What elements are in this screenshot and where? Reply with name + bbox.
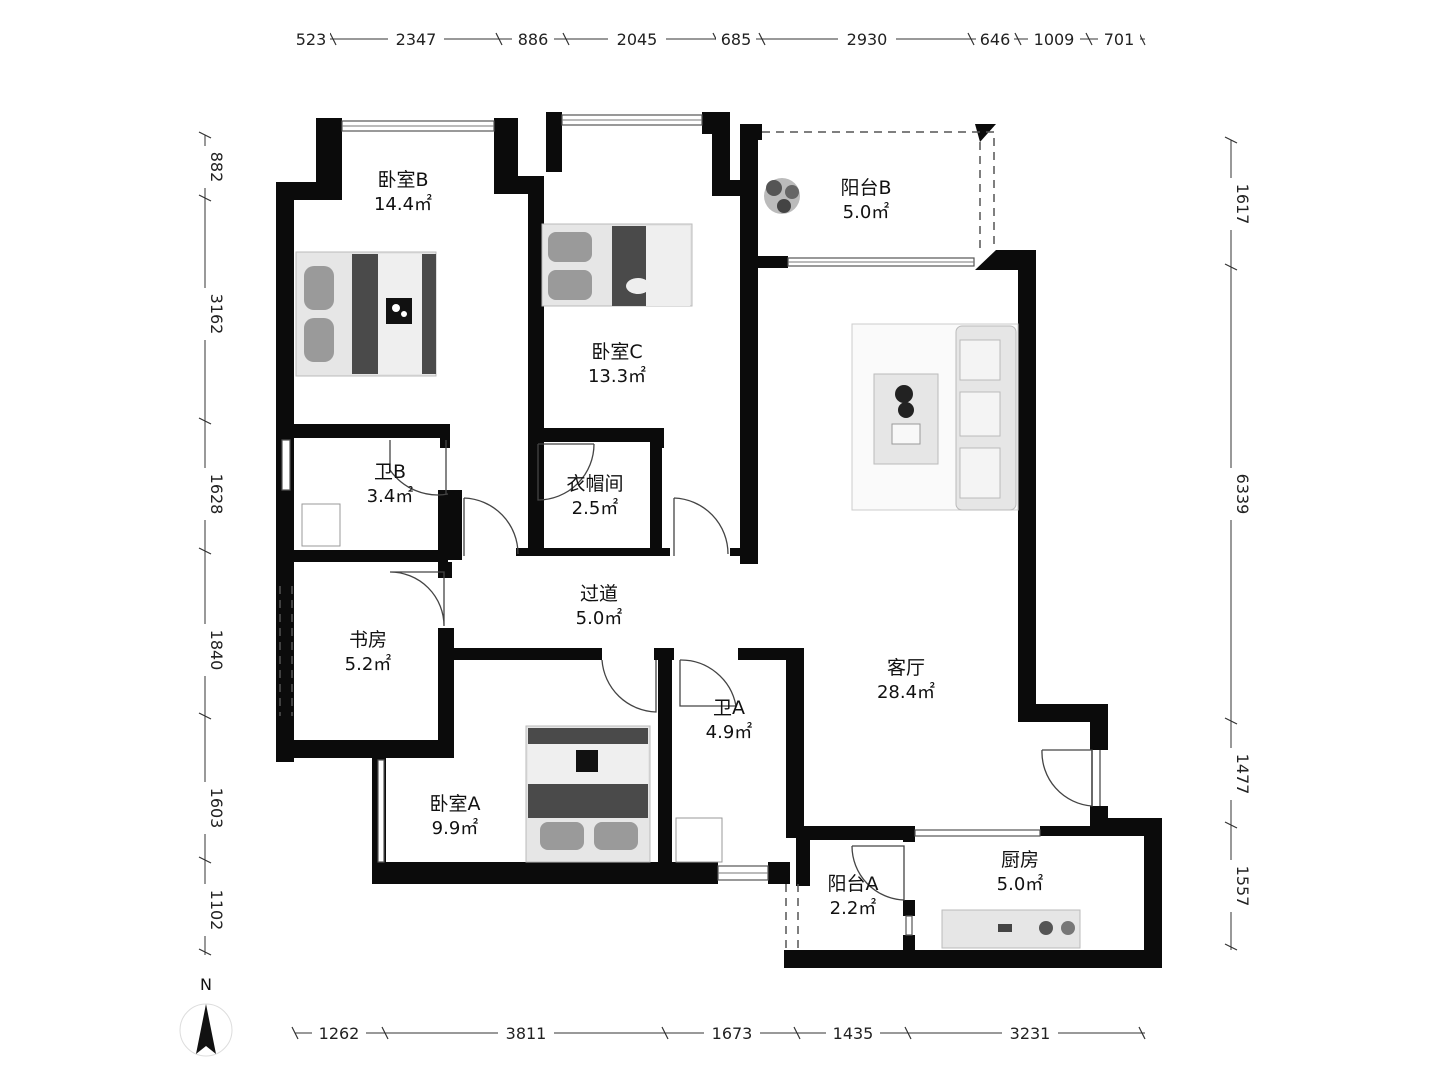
compass-label: N <box>200 975 212 994</box>
room-name-study: 书房 <box>349 629 387 651</box>
room-area-bath-b: 3.4㎡ <box>367 485 414 507</box>
left-dim-4: 1840 <box>207 630 226 671</box>
room-name-closet: 衣帽间 <box>566 473 623 495</box>
top-dimension-labels: 523 2347 886 2045 685 2930 646 1009 701 <box>292 28 1140 50</box>
north-compass: N <box>179 975 233 1057</box>
room-area-kitchen: 5.0㎡ <box>997 873 1044 895</box>
top-dim-4: 2045 <box>617 30 658 49</box>
room-area-closet: 2.5㎡ <box>572 497 619 519</box>
right-dim-4: 1557 <box>1233 866 1252 907</box>
room-area-bedroom-a: 9.9㎡ <box>432 817 479 839</box>
room-name-balcony-b: 阳台B <box>840 177 891 199</box>
room-area-balcony-a: 2.2㎡ <box>830 897 877 919</box>
compass-arrow-icon <box>196 1004 216 1054</box>
top-dim-1: 523 <box>296 30 327 49</box>
room-name-bedroom-b: 卧室B <box>377 169 428 191</box>
right-dim-2: 6339 <box>1233 474 1252 515</box>
room-name-corridor: 过道 <box>580 583 618 605</box>
top-dim-6: 2930 <box>847 30 888 49</box>
room-name-living: 客厅 <box>887 657 925 679</box>
room-area-bath-a: 4.9㎡ <box>706 721 753 743</box>
top-dim-8: 1009 <box>1034 30 1075 49</box>
room-name-bedroom-a: 卧室A <box>430 793 481 815</box>
left-dim-2: 3162 <box>207 294 226 335</box>
bed-bedroom-b <box>295 251 437 377</box>
bed-bedroom-a <box>525 725 651 863</box>
bottom-dimension-labels: 1262 3811 1673 1435 3231 <box>312 1022 1058 1044</box>
left-dim-1: 882 <box>207 152 226 183</box>
room-area-study: 5.2㎡ <box>345 653 392 675</box>
left-dim-3: 1628 <box>207 474 226 515</box>
bottom-dim-5: 3231 <box>1010 1024 1051 1043</box>
room-area-corridor: 5.0㎡ <box>576 607 623 629</box>
doors <box>389 440 1093 901</box>
top-dim-9: 701 <box>1104 30 1135 49</box>
balcony-dashed-edges <box>279 131 995 950</box>
windows <box>281 114 1101 936</box>
bottom-dim-4: 1435 <box>833 1024 874 1043</box>
room-name-balcony-a: 阳台A <box>828 873 879 895</box>
room-name-bedroom-c: 卧室C <box>591 341 642 363</box>
room-name-bath-b: 卫B <box>374 461 406 483</box>
room-area-living: 28.4㎡ <box>877 681 935 703</box>
top-dim-5: 685 <box>721 30 752 49</box>
bottom-dim-1: 1262 <box>319 1024 360 1043</box>
top-dim-3: 886 <box>518 30 549 49</box>
bottom-dim-3: 1673 <box>712 1024 753 1043</box>
room-area-balcony-b: 5.0㎡ <box>843 201 890 223</box>
room-labels: 卧室B 14.4㎡ 卧室C 13.3㎡ 阳台B 5.0㎡ 卫B 3.4㎡ 衣帽间… <box>345 169 1044 919</box>
right-dimension-labels: 1617 6339 1477 1557 <box>1220 178 1252 912</box>
right-dim-1: 1617 <box>1233 184 1252 225</box>
left-dimension-labels: 882 3162 1628 1840 1603 1102 <box>194 146 226 936</box>
kitchen-counter <box>941 909 1081 949</box>
right-dim-3: 1477 <box>1233 754 1252 795</box>
room-name-kitchen: 厨房 <box>1001 849 1039 871</box>
toilet-bath-a <box>675 817 723 863</box>
bed-bedroom-c <box>541 223 693 307</box>
room-name-bath-a: 卫A <box>713 697 745 719</box>
room-area-bedroom-c: 13.3㎡ <box>588 365 646 387</box>
top-dim-2: 2347 <box>396 30 437 49</box>
toilet-bath-b <box>301 503 341 547</box>
right-dimension-line <box>1224 136 1238 951</box>
room-area-bedroom-b: 14.4㎡ <box>374 193 432 215</box>
left-dim-5: 1603 <box>207 788 226 829</box>
sofa-set-living <box>851 323 1019 511</box>
left-dim-6: 1102 <box>207 890 226 931</box>
top-dim-7: 646 <box>980 30 1011 49</box>
bottom-dim-2: 3811 <box>506 1024 547 1043</box>
plant-balcony-b <box>764 178 800 214</box>
